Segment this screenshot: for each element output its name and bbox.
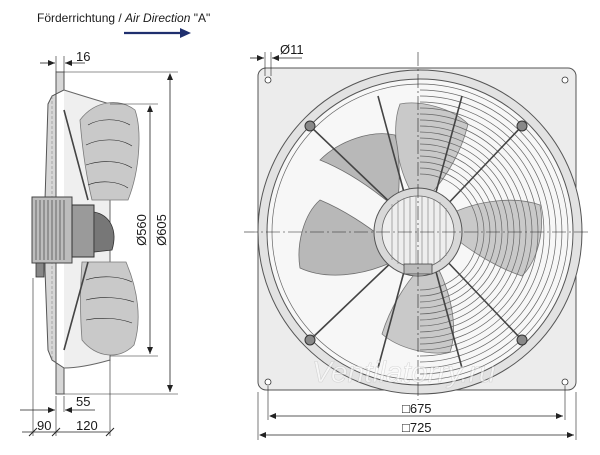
dim-inner-diameter: Ø560 — [134, 214, 149, 246]
mounting-hole — [561, 378, 569, 386]
dim-90: 90 — [37, 418, 51, 433]
air-direction-arrow-icon — [124, 28, 191, 38]
watermark: Ventilatorry.ru — [312, 356, 496, 389]
mounting-hole — [264, 378, 272, 386]
dim-hole-diameter: Ø11 — [280, 42, 304, 57]
dim-55: 55 — [76, 394, 90, 409]
side-blade-top — [79, 102, 140, 201]
front-view: Ø11 □675 □725 — [244, 42, 590, 440]
dim-725: □725 — [402, 420, 432, 435]
dim-120: 120 — [76, 418, 98, 433]
side-view: Ø560 Ø605 16 55 90 120 — [20, 49, 178, 437]
mounting-hole — [264, 76, 272, 84]
svg-text:Förderrichtung / Air Direction: Förderrichtung / Air Direction "A" — [37, 11, 210, 25]
mounting-hole — [561, 76, 569, 84]
air-direction-prefix: Förderrichtung / — [37, 11, 125, 25]
front-struts — [304, 95, 528, 369]
air-direction-italic: Air Direction — [124, 11, 191, 25]
front-blades — [298, 102, 542, 354]
dim-outer-diameter: Ø605 — [154, 214, 169, 246]
air-direction-suffix: "A" — [190, 11, 210, 25]
dim-top: 16 — [76, 49, 90, 64]
side-blade-bottom — [80, 261, 139, 356]
air-direction-label: Förderrichtung / Air Direction "A" — [37, 11, 210, 25]
dim-675: □675 — [402, 401, 432, 416]
